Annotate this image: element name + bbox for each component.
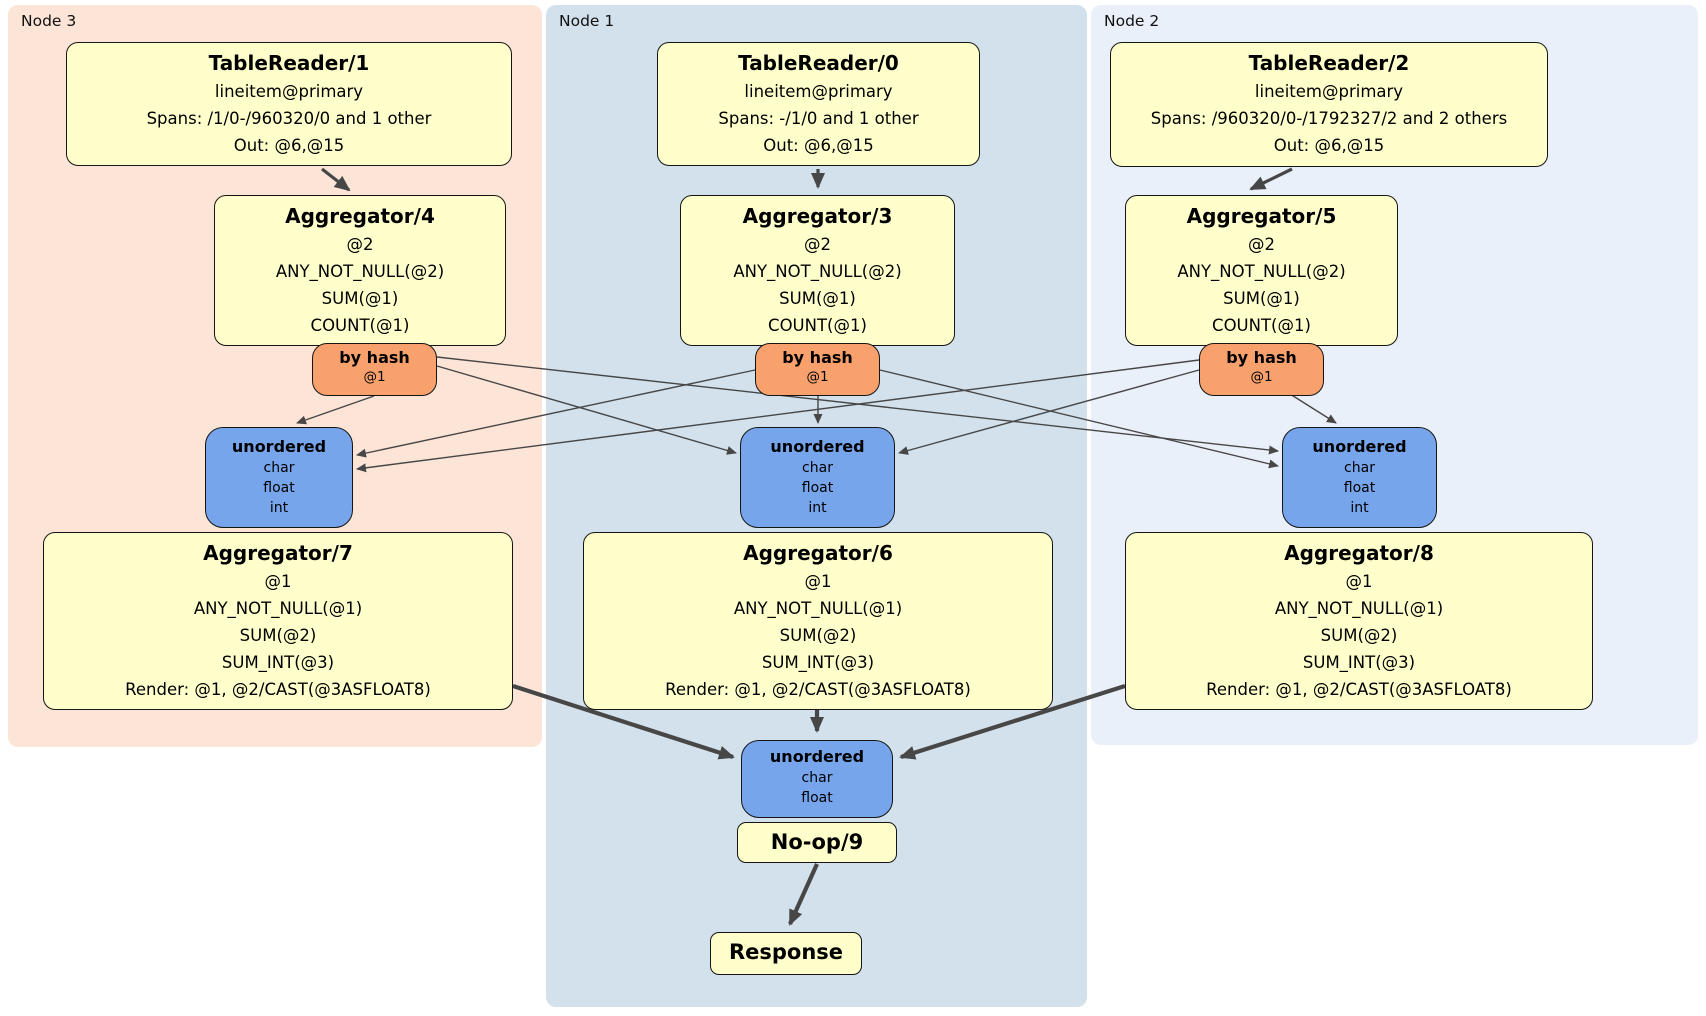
response-box: Response [710,932,862,975]
box-title: TableReader/0 [738,51,899,75]
box-line: ANY_NOT_NULL(@1) [193,599,363,618]
box-title: Aggregator/6 [743,541,893,565]
box-line: COUNT(@1) [1212,316,1311,335]
stream-type: int [1350,500,1369,516]
box-title: Response [728,940,844,964]
router-key: @1 [1250,369,1273,385]
node-label: Node 2 [1104,12,1160,30]
sync-title: unordered [231,437,327,456]
node-label: Node 3 [21,12,77,30]
box-line: @2 [346,235,374,254]
box-title: TableReader/1 [208,51,370,75]
box-line: SUM(@1) [779,289,856,308]
router-by-hash-node2: by hash @1 [1199,343,1324,396]
stream-type: char [263,460,295,476]
aggregator-to-final-sync-arrows [512,683,1126,926]
box-line: SUM(@2) [1320,626,1398,645]
sync-title: unordered [770,437,865,456]
box-title: No-op/9 [770,830,864,854]
processor-aggregator-7: Aggregator/7 @1 ANY_NOT_NULL(@1) SUM(@2)… [43,532,513,710]
box-line: lineitem@primary [744,82,893,101]
stream-type: char [801,770,833,786]
stream-type: float [801,480,834,496]
box-line: SUM_INT(@3) [1302,653,1416,672]
box-line: Out: @6,@15 [763,136,874,155]
box-line: Render: @1, @2/CAST(@3ASFLOAT8) [125,680,431,699]
box-line: @1 [804,572,832,591]
router-key: @1 [806,369,829,385]
stream-type: char [802,460,833,476]
box-title: Aggregator/7 [203,541,353,565]
box-line: SUM_INT(@3) [221,653,335,672]
processor-aggregator-8: Aggregator/8 @1 ANY_NOT_NULL(@1) SUM(@2)… [1125,532,1593,710]
box-line: Out: @6,@15 [1273,136,1385,155]
box-line: SUM(@1) [1223,289,1300,308]
stream-type: float [801,790,833,806]
stream-type: float [1343,480,1376,496]
box-line: COUNT(@1) [768,316,867,335]
router-by-hash-node1: by hash @1 [755,343,880,396]
box-line: COUNT(@1) [310,316,410,335]
box-line: @1 [1345,572,1373,591]
box-line: Render: @1, @2/CAST(@3ASFLOAT8) [665,680,971,699]
processor-tablereader-0: TableReader/0 lineitem@primary Spans: -/… [657,42,980,166]
processor-aggregator-4: Aggregator/4 @2 ANY_NOT_NULL(@2) SUM(@1)… [214,195,506,346]
box-title: Aggregator/8 [1284,541,1434,565]
processor-aggregator-5: Aggregator/5 @2 ANY_NOT_NULL(@2) SUM(@1)… [1125,195,1398,346]
box-line: SUM_INT(@3) [761,653,875,672]
box-line: Spans: /960320/0-/1792327/2 and 2 others [1150,109,1508,128]
box-line: ANY_NOT_NULL(@1) [733,599,903,618]
router-by-hash-node3: by hash @1 [312,343,437,396]
sync-title: unordered [769,747,865,766]
box-title: Aggregator/5 [1186,204,1337,228]
box-line: ANY_NOT_NULL(@1) [1274,599,1444,618]
sync-unordered-node2: unordered char float int [1282,427,1437,528]
processor-aggregator-6: Aggregator/6 @1 ANY_NOT_NULL(@1) SUM(@2)… [583,532,1053,710]
box-line: SUM(@1) [321,289,399,308]
box-title: Aggregator/3 [742,204,893,228]
sync-title: unordered [1312,437,1407,456]
sync-unordered-final: unordered char float [741,740,893,818]
processor-aggregator-3: Aggregator/3 @2 ANY_NOT_NULL(@2) SUM(@1)… [680,195,955,346]
sync-unordered-node3: unordered char float int [205,427,353,528]
box-line: Out: @6,@15 [233,136,345,155]
router-title: by hash [339,348,410,367]
box-line: ANY_NOT_NULL(@2) [733,262,902,281]
box-line: ANY_NOT_NULL(@2) [1177,262,1346,281]
sync-unordered-node1: unordered char float int [740,427,895,528]
stream-type: float [263,480,295,496]
box-line: SUM(@2) [779,626,857,645]
box-line: ANY_NOT_NULL(@2) [275,262,445,281]
box-title: Aggregator/4 [285,204,435,228]
box-line: @2 [1248,235,1275,254]
box-line: lineitem@primary [1254,82,1404,101]
box-line: @2 [804,235,831,254]
router-title: by hash [1226,348,1297,367]
router-key: @1 [363,369,386,385]
hash-router-to-sync-edges [296,356,1337,473]
processor-noop-9: No-op/9 [737,822,897,863]
node-label: Node 1 [559,12,615,30]
processor-tablereader-1: TableReader/1 lineitem@primary Spans: /1… [66,42,512,166]
box-line: Spans: /1/0-/960320/0 and 1 other [146,109,432,128]
box-line: Spans: -/1/0 and 1 other [718,109,919,128]
processor-tablereader-2: TableReader/2 lineitem@primary Spans: /9… [1110,42,1548,167]
stream-type: int [808,500,827,516]
box-line: SUM(@2) [239,626,317,645]
tablereader-to-aggregator-arrows [321,167,1293,192]
stream-type: int [269,500,289,516]
box-line: Render: @1, @2/CAST(@3ASFLOAT8) [1206,680,1512,699]
stream-type: char [1344,460,1375,476]
box-line: @1 [264,572,292,591]
box-line: lineitem@primary [214,82,364,101]
box-title: TableReader/2 [1248,51,1410,75]
router-title: by hash [782,348,853,367]
